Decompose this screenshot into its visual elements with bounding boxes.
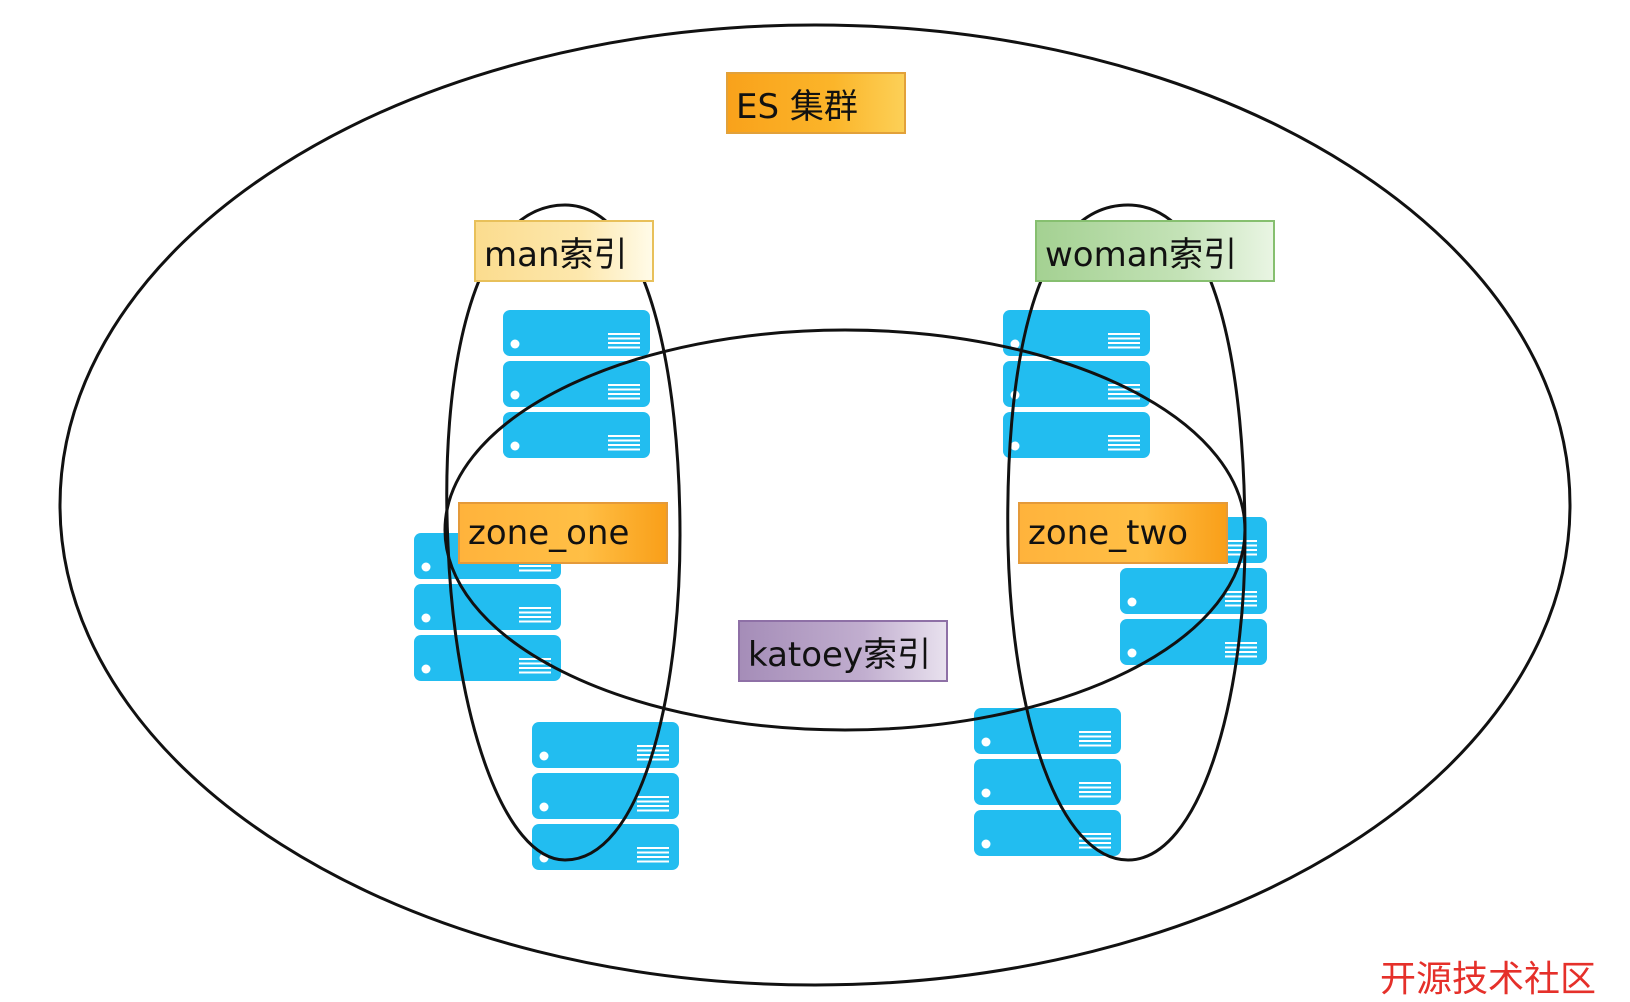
woman-index-outline: [1006, 203, 1247, 862]
katoey-index-label: katoey索引: [738, 620, 948, 682]
man-index-label: man索引: [474, 220, 654, 282]
server-icon: [503, 412, 650, 458]
server-stack: [1003, 310, 1150, 458]
server-icon: [1003, 310, 1150, 356]
server-icon: [1120, 619, 1267, 665]
watermark-text: 开源技术社区: [1380, 959, 1597, 1000]
zone-two-label: zone_two: [1018, 502, 1228, 564]
server-stack: [503, 310, 650, 458]
server-icon: [532, 722, 679, 768]
server-icon: [974, 810, 1121, 856]
server-icon: [503, 361, 650, 407]
server-icon: [974, 759, 1121, 805]
zone-one-label: zone_one: [458, 502, 668, 564]
woman-index-label: woman索引: [1035, 220, 1275, 282]
server-icon: [532, 824, 679, 870]
server-icon: [414, 635, 561, 681]
server-icon: [503, 310, 650, 356]
man-index-outline: [445, 203, 682, 862]
es-cluster-ellipse: [58, 23, 1572, 987]
server-icon: [1120, 568, 1267, 614]
server-icon: [532, 773, 679, 819]
server-stack: [974, 708, 1121, 856]
es-cluster-label: ES 集群: [726, 72, 906, 134]
server-icon: [414, 584, 561, 630]
server-stack: [532, 722, 679, 870]
server-icon: [1003, 412, 1150, 458]
server-icon: [974, 708, 1121, 754]
